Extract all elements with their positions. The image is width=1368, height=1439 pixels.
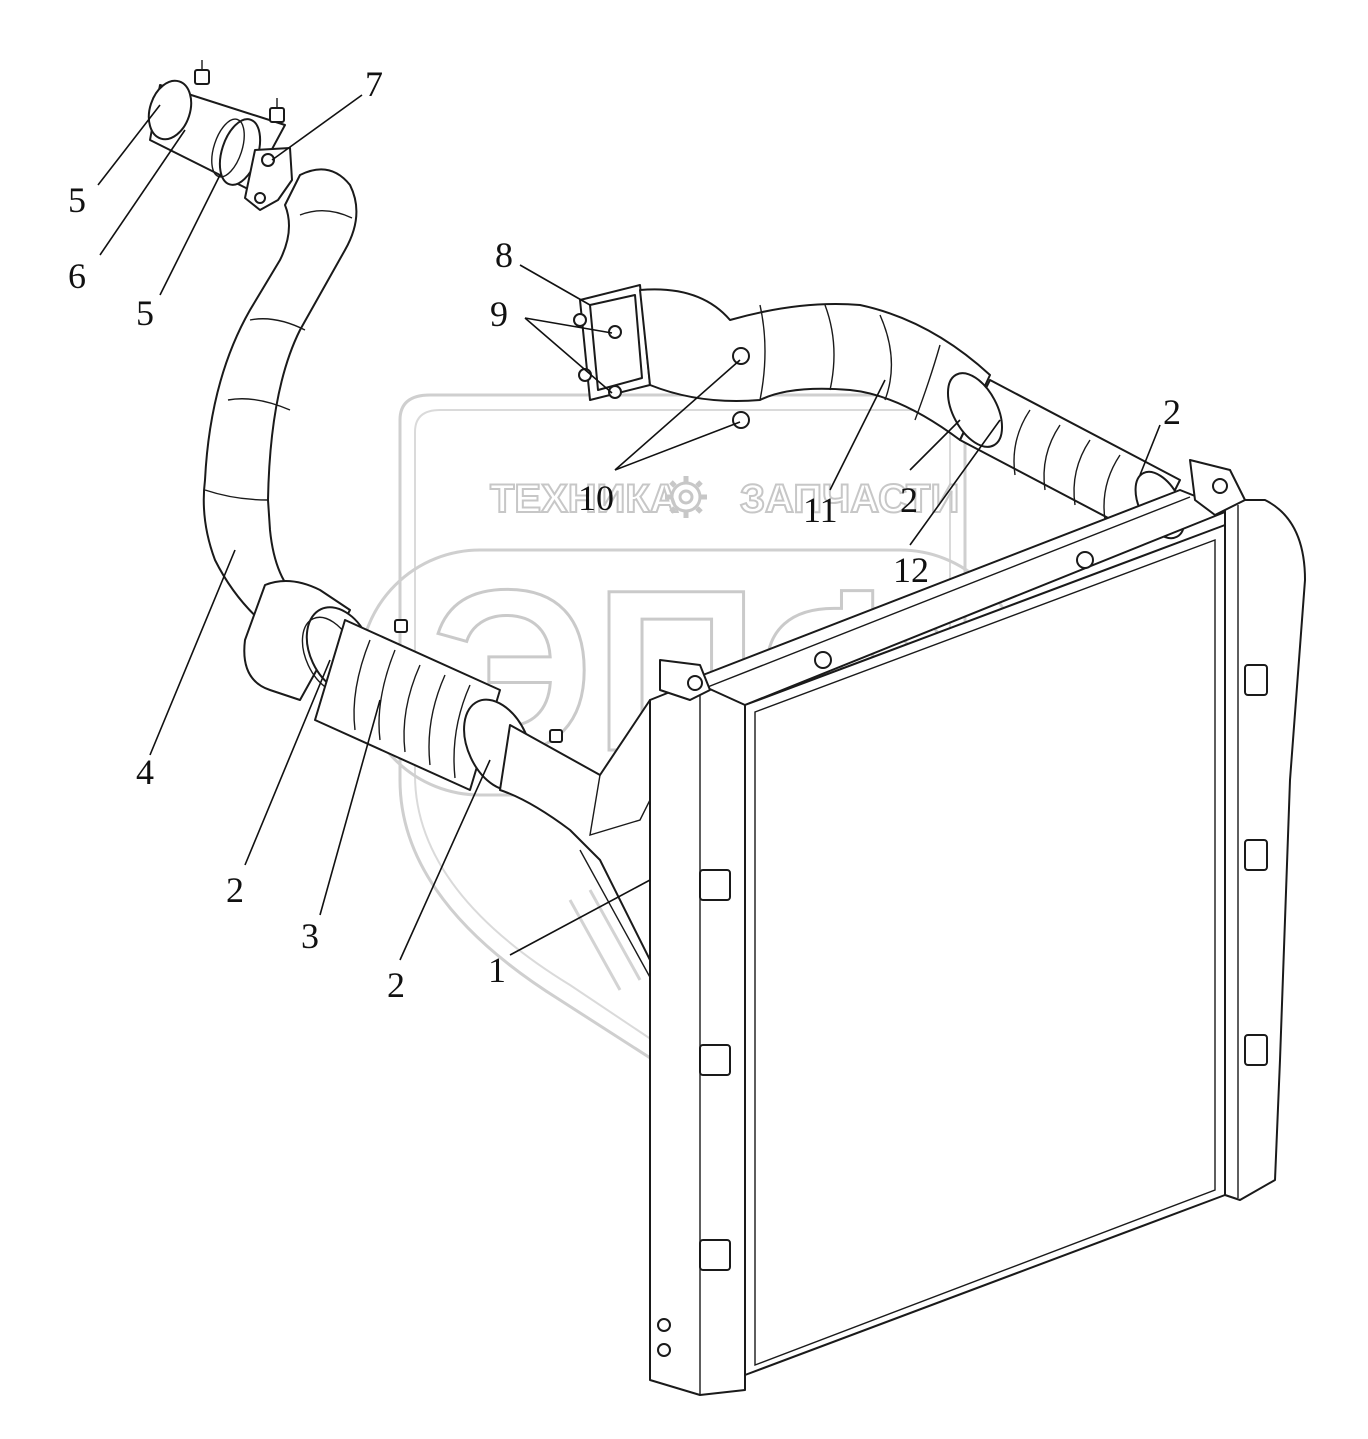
callout-2-lower-right: 2 [387,965,405,1005]
callout-10: 10 [578,478,614,518]
callout-11: 11 [803,490,838,530]
callout-2-upper-right: 2 [1163,392,1181,432]
callout-8: 8 [495,235,513,275]
gear-icon [665,476,707,518]
watermark-brand-left: ТЕХНИКА [490,477,679,521]
callout-5-lower: 5 [136,293,154,333]
callout-12: 12 [893,550,929,590]
leader-lines [97,94,1161,961]
callout-4: 4 [136,752,154,792]
callout-labels: 5 6 5 7 8 9 10 11 2 2 12 4 2 3 2 1 [68,64,1181,1005]
upper-pipe-assembly [147,60,358,641]
callout-3: 3 [301,916,319,956]
callout-9: 9 [490,294,508,334]
upper-right-pipe-assembly [573,284,1186,541]
watermark-brand-right: ЗАПЧАСТИ [740,477,959,521]
callout-5-upper: 5 [68,180,86,220]
callout-6: 6 [68,256,86,296]
callout-2-lower-left: 2 [226,870,244,910]
intercooler-radiator [649,459,1306,1396]
callout-2-upper-left: 2 [900,480,918,520]
callout-1: 1 [488,950,506,990]
callout-7: 7 [365,64,383,104]
